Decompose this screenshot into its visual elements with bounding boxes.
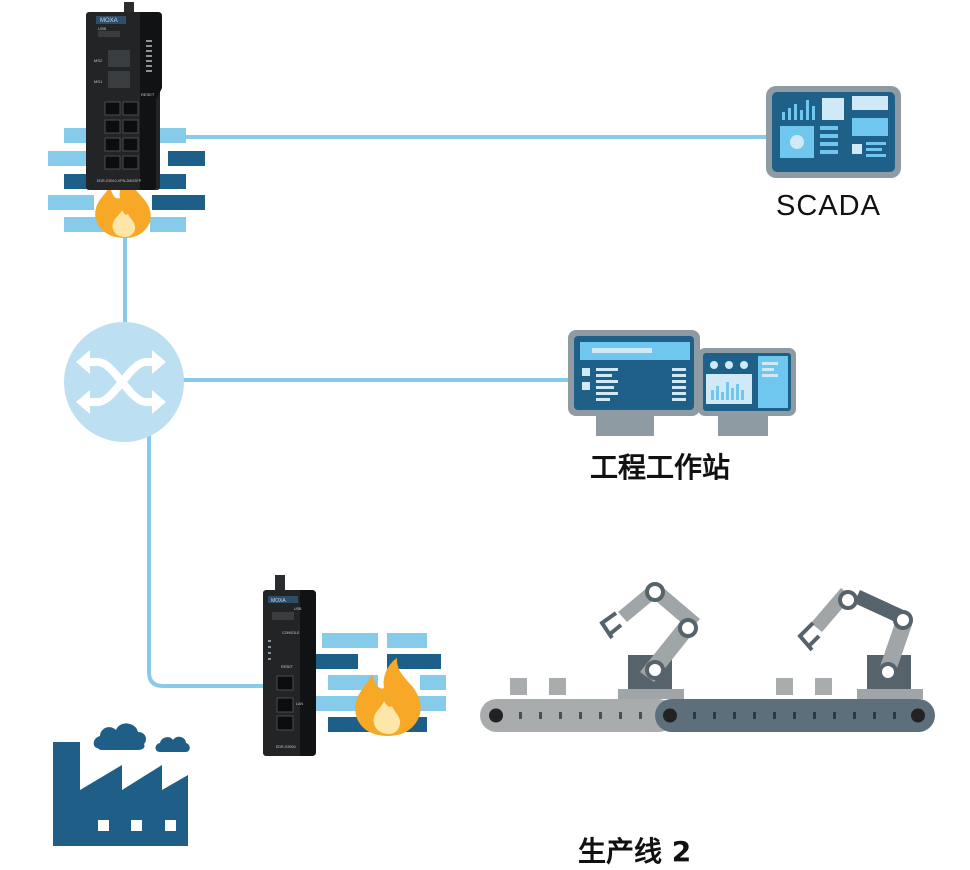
bottom-device-model: EDR-G9004 (276, 745, 296, 749)
flame-icon-bottom (355, 658, 421, 736)
bottom-device-console-label: CONSOLE (282, 631, 300, 635)
flame-icon-top (95, 176, 151, 238)
link-switch-router (147, 434, 270, 688)
engineering-workstation-icon (568, 330, 796, 436)
links (123, 135, 770, 688)
conveyor-belt-icon-left (480, 699, 675, 732)
top-device-brand: MOXA (100, 18, 118, 24)
top-device-ms1-label: MS1 (94, 79, 103, 84)
engineering-station-label: 工程工作站 (590, 451, 731, 484)
bottom-device-usb-label: USB (294, 607, 302, 611)
industrial-firewall-device-top: MOXA USB MS2 MS1 RESET EDR-G9010-VPN-2MG… (86, 2, 162, 190)
conveyor-boxes (510, 678, 832, 695)
cloud-icon-large (93, 723, 146, 750)
factory-icon (53, 742, 188, 846)
cloud-icon-small (155, 736, 190, 752)
robot-arm-icon-left (599, 582, 700, 699)
production-line-label: 生产线 2 (578, 835, 692, 868)
scada-label: SCADA (776, 190, 881, 222)
top-device-reset-label: RESET (141, 92, 155, 97)
top-device-model: EDR-G9010-VPN-2MGSFP (97, 179, 142, 183)
robot-arm-icon-right (797, 588, 923, 699)
top-device-ms2-label: MS2 (94, 58, 103, 63)
industrial-router-icon: MOXA USB CONSOLE RESET LAN EDR-G9004 (263, 575, 316, 756)
conveyor-belt-icon-right (655, 699, 935, 732)
top-device-usb-label: USB (98, 26, 107, 31)
bottom-device-brand: MOXA (271, 598, 286, 604)
scada-monitor-icon (766, 86, 901, 178)
bottom-device-lan-label: LAN (296, 702, 303, 706)
network-switch-icon (64, 322, 184, 442)
bottom-device-reset-label: RESET (281, 665, 294, 669)
